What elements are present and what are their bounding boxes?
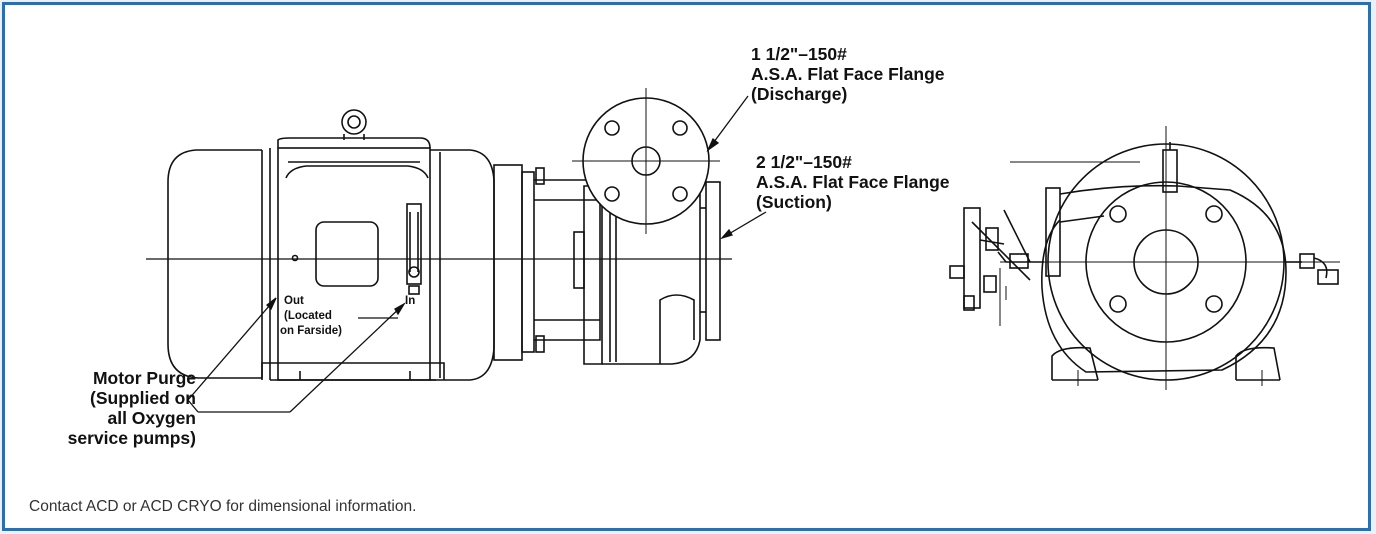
located-line-2: on Farside) (280, 325, 342, 337)
located-line-1: (Located (284, 310, 332, 322)
discharge-flange-type: A.S.A. Flat Face Flange (751, 64, 945, 84)
pump-side-view (493, 88, 721, 365)
motor-purge-line-4: service pumps) (67, 428, 196, 448)
suction-flange-purpose: (Suction) (756, 192, 832, 212)
discharge-flange-purpose: (Discharge) (751, 84, 848, 104)
motor-purge-line-2: (Supplied on (90, 388, 196, 408)
motor-purge-line-3: all Oxygen (107, 408, 196, 428)
out-label: Out (284, 295, 304, 307)
discharge-flange-size: 1 1/2"–150# (751, 44, 847, 64)
pump-end-view (949, 126, 1340, 390)
motor-purge-label: Motor Purge (Supplied on all Oxygen serv… (56, 368, 196, 448)
suction-flange-label: 2 1/2"–150# A.S.A. Flat Face Flange (Suc… (756, 152, 950, 212)
in-label: In (405, 295, 416, 307)
footer-note: Contact ACD or ACD CRYO for dimensional … (29, 498, 417, 515)
suction-flange-size: 2 1/2"–150# (756, 152, 852, 172)
suction-flange-type: A.S.A. Flat Face Flange (756, 172, 950, 192)
motor-side-view (167, 109, 495, 381)
motor-purge-title: Motor Purge (92, 368, 196, 388)
discharge-flange-label: 1 1/2"–150# A.S.A. Flat Face Flange (Dis… (751, 44, 945, 104)
leader-lines (187, 95, 767, 413)
